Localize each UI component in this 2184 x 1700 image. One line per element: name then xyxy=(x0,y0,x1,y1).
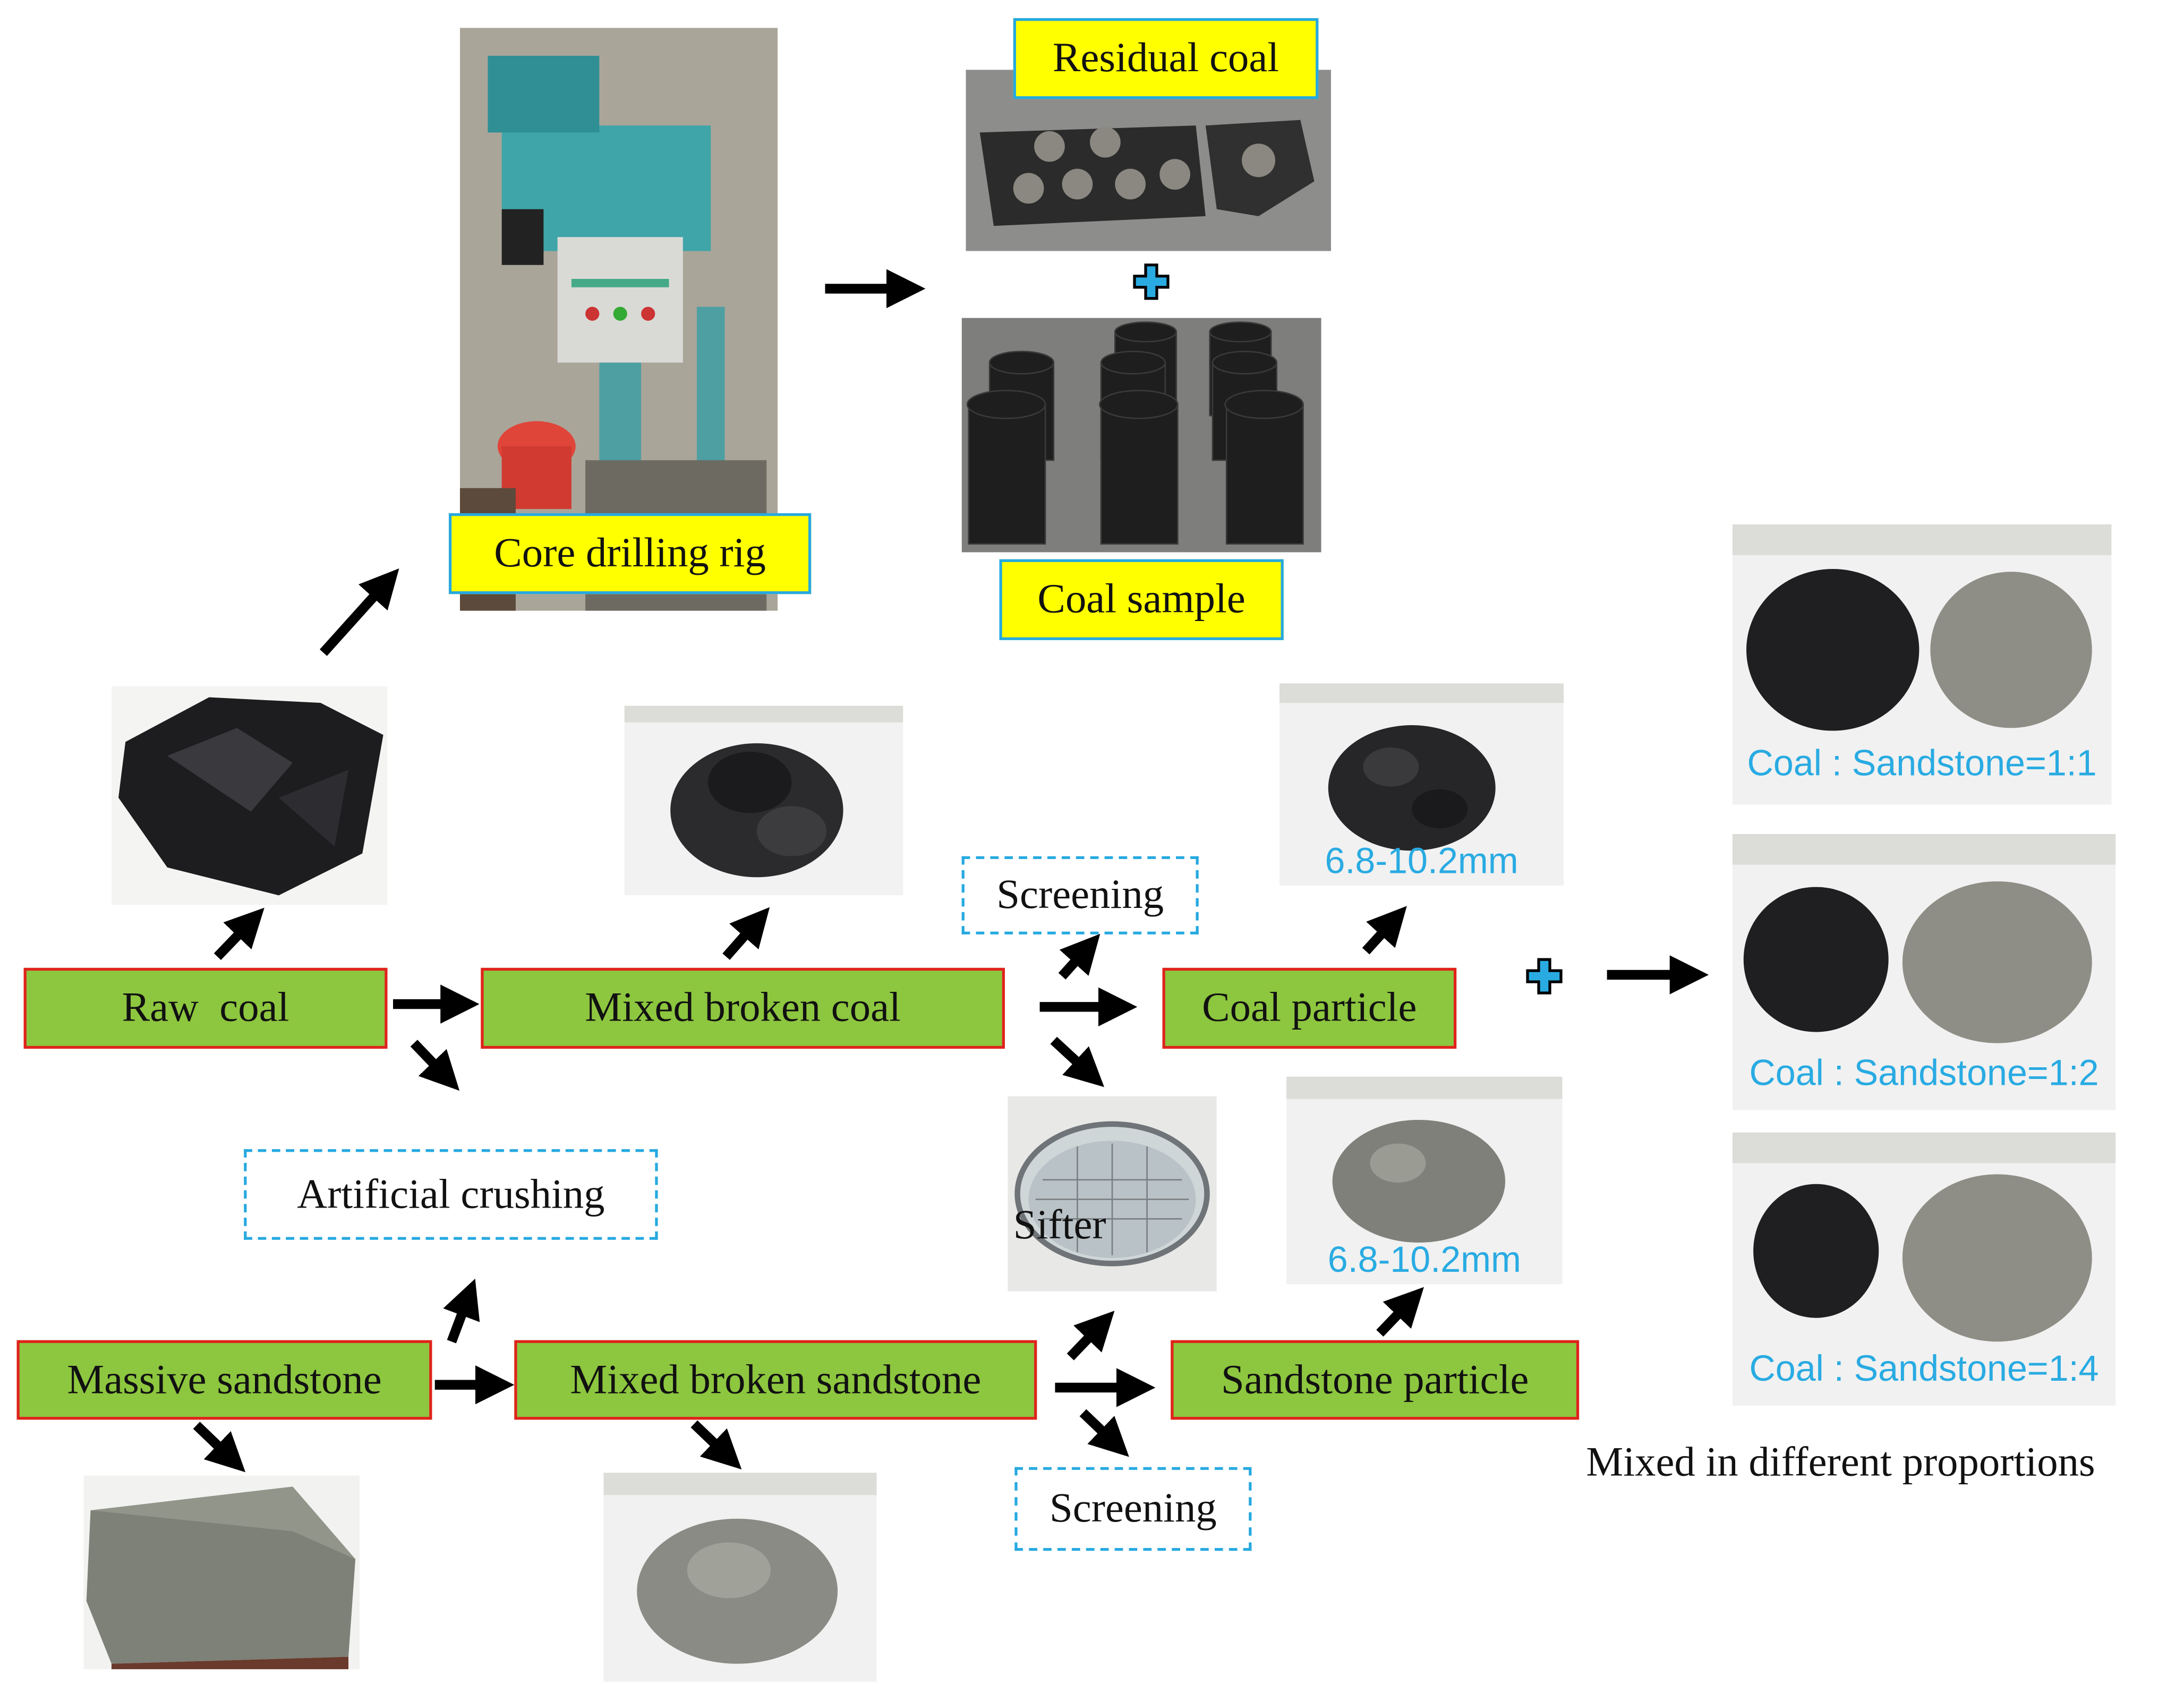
arrow-raw-to-crushing xyxy=(410,1040,460,1091)
arrow-mixed-sandstone-to-photo xyxy=(690,1420,742,1470)
arrow-raw-to-rig xyxy=(319,568,399,656)
ratio-1-1-photo: Coal : Sandstone=1:1 xyxy=(1732,524,2112,805)
raw-coal-box: Raw coal xyxy=(23,967,388,1049)
arrow-coal-particle-to-photo xyxy=(1362,906,1407,955)
arrow-raw-to-photo xyxy=(214,907,265,960)
sifter-photo: Sifter xyxy=(1008,1096,1217,1291)
coal-particle-box: Coal particle xyxy=(1162,967,1457,1049)
arrow-to-sifter-top xyxy=(1050,1036,1105,1087)
mixed-broken-sandstone-photo xyxy=(603,1473,877,1682)
ratio-1-2-label: Coal : Sandstone=1:2 xyxy=(1749,1051,2099,1094)
arrow-to-screening-top xyxy=(1058,933,1100,980)
residual-coal-photo xyxy=(966,70,1332,251)
arrow-to-sifter-bottom xyxy=(1067,1311,1115,1361)
sifter-label: Sifter xyxy=(1013,1202,1106,1248)
plus-icon-mix xyxy=(1526,958,1563,994)
coal-sample-label: Coal sample xyxy=(999,559,1284,640)
screening-top-label: Screening xyxy=(961,856,1199,934)
core-drilling-rig-label: Core drilling rig xyxy=(448,513,812,594)
sandstone-particle-photo: 6.8-10.2mm xyxy=(1286,1076,1563,1285)
arrow-to-screening-bottom xyxy=(1079,1409,1129,1457)
raw-coal-photo xyxy=(111,686,388,905)
arrow-mixed-coal-to-photo xyxy=(722,907,770,960)
massive-sandstone-box: Massive sandstone xyxy=(16,1340,432,1420)
sandstone-particle-box: Sandstone particle xyxy=(1171,1340,1580,1420)
arrow-sandstone-particle-to-photo xyxy=(1376,1287,1424,1337)
ratio-1-4-photo: Coal : Sandstone=1:4 xyxy=(1732,1132,2116,1406)
mixed-broken-sandstone-box: Mixed broken sandstone xyxy=(514,1340,1037,1420)
coal-particle-photo: 6.8-10.2mm xyxy=(1279,683,1564,886)
residual-coal-label: Residual coal xyxy=(1013,18,1319,99)
coal-sample-photo xyxy=(961,318,1321,552)
ratio-1-2-photo: Coal : Sandstone=1:2 xyxy=(1732,834,2116,1110)
artificial-crushing-label: Artificial crushing xyxy=(244,1149,658,1240)
ratio-1-1-label: Coal : Sandstone=1:1 xyxy=(1747,742,2097,784)
mixed-proportions-caption: Mixed in different proportions xyxy=(1586,1439,2095,1485)
mixed-broken-coal-photo xyxy=(624,706,903,896)
mixed-broken-coal-box: Mixed broken coal xyxy=(481,967,1005,1049)
plus-icon-top xyxy=(1133,264,1170,300)
coal-particle-size-label: 6.8-10.2mm xyxy=(1325,839,1518,882)
massive-sandstone-photo xyxy=(83,1475,360,1670)
arrow-massive-to-photo xyxy=(193,1422,246,1473)
arrow-sandstone-to-crushing xyxy=(443,1278,480,1344)
ratio-1-4-label: Coal : Sandstone=1:4 xyxy=(1749,1347,2099,1389)
screening-bottom-label: Screening xyxy=(1014,1467,1252,1551)
sandstone-particle-size-label: 6.8-10.2mm xyxy=(1327,1238,1521,1280)
